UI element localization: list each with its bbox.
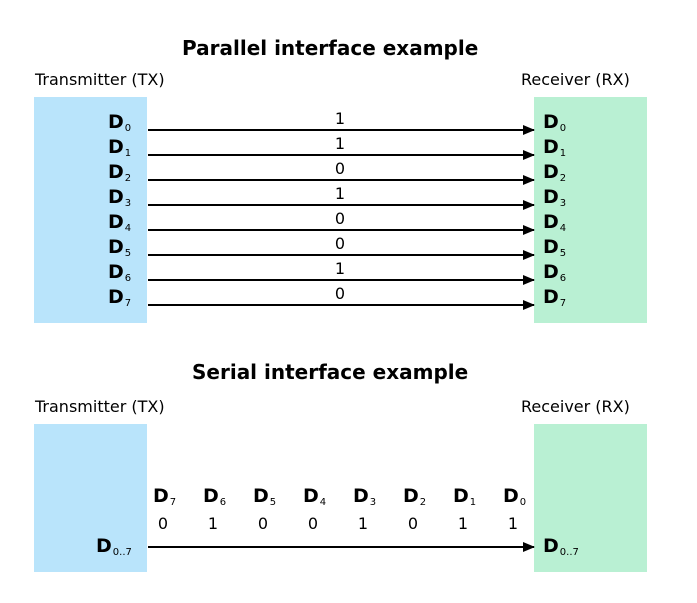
serial-sequence-signal: D4 (303, 485, 327, 508)
parallel-title: Parallel interface example (182, 36, 479, 60)
parallel-tx-signal: D2 (108, 161, 132, 184)
parallel-bit-value: 0 (334, 234, 346, 253)
parallel-rx-signal: D2 (543, 161, 567, 184)
parallel-tx-signal: D4 (108, 211, 132, 234)
serial-rx-label: Receiver (RX) (521, 397, 630, 416)
parallel-rx-box (534, 97, 647, 323)
parallel-bit-value: 1 (334, 184, 346, 203)
parallel-tx-signal: D6 (108, 261, 132, 284)
serial-rx-signal: D0..7 (543, 535, 579, 558)
serial-bit-value: 0 (157, 514, 169, 533)
serial-bit-value: 1 (457, 514, 469, 533)
serial-rx-box (534, 424, 647, 572)
serial-tx-box (34, 424, 147, 572)
parallel-rx-signal: D7 (543, 286, 567, 309)
serial-sequence-signal: D3 (353, 485, 377, 508)
parallel-tx-signal: D5 (108, 236, 132, 259)
serial-bit-value: 0 (257, 514, 269, 533)
parallel-tx-label: Transmitter (TX) (35, 70, 165, 89)
parallel-tx-signal: D1 (108, 136, 132, 159)
serial-sequence-signal: D6 (203, 485, 227, 508)
serial-bit-value: 1 (507, 514, 519, 533)
serial-sequence-signal: D5 (253, 485, 277, 508)
parallel-rx-label: Receiver (RX) (521, 70, 630, 89)
parallel-tx-signal: D3 (108, 186, 132, 209)
parallel-rx-signal: D1 (543, 136, 567, 159)
parallel-rx-signal: D6 (543, 261, 567, 284)
parallel-rx-signal: D3 (543, 186, 567, 209)
serial-sequence-signal: D1 (453, 485, 477, 508)
parallel-rx-signal: D4 (543, 211, 567, 234)
parallel-bit-value: 0 (334, 284, 346, 303)
parallel-tx-box (34, 97, 147, 323)
serial-tx-label: Transmitter (TX) (35, 397, 165, 416)
serial-title: Serial interface example (192, 360, 469, 384)
parallel-bit-value: 1 (334, 109, 346, 128)
parallel-rx-signal: D0 (543, 111, 567, 134)
serial-sequence-signal: D7 (153, 485, 177, 508)
serial-tx-signal: D0..7 (96, 535, 132, 558)
serial-bit-value: 0 (407, 514, 419, 533)
serial-bit-value: 1 (357, 514, 369, 533)
serial-bit-value: 0 (307, 514, 319, 533)
parallel-bit-value: 0 (334, 159, 346, 178)
parallel-tx-signal: D7 (108, 286, 132, 309)
parallel-bit-value: 1 (334, 134, 346, 153)
parallel-rx-signal: D5 (543, 236, 567, 259)
parallel-bit-value: 0 (334, 209, 346, 228)
serial-bit-value: 1 (207, 514, 219, 533)
parallel-bit-value: 1 (334, 259, 346, 278)
parallel-tx-signal: D0 (108, 111, 132, 134)
serial-sequence-signal: D0 (503, 485, 527, 508)
serial-sequence-signal: D2 (403, 485, 427, 508)
